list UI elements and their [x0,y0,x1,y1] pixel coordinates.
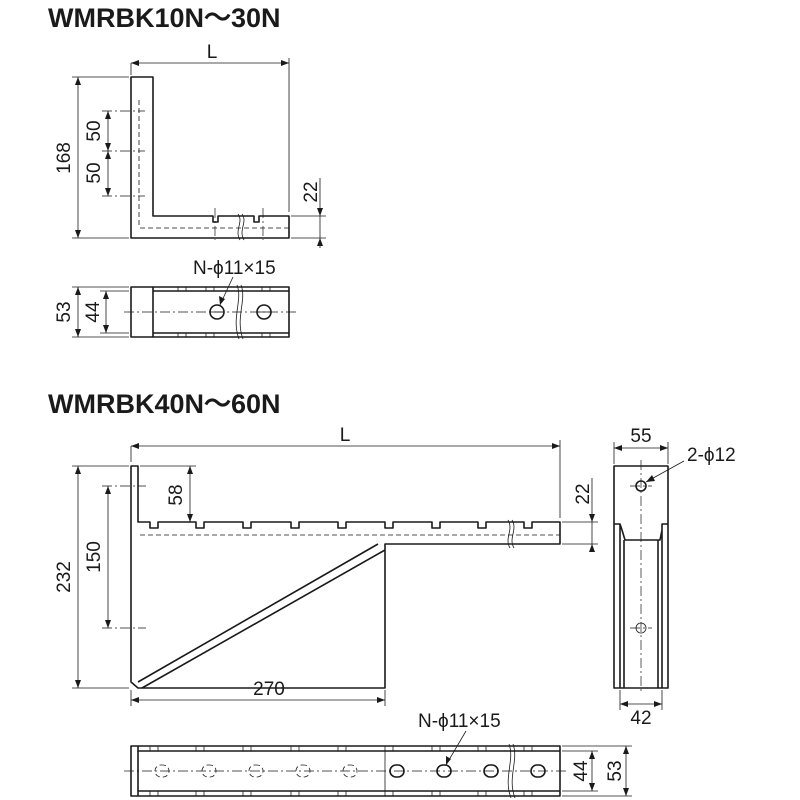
bottom-slot-hole-3 [248,764,264,778]
top-plan-outline [130,286,290,338]
bottom-dim-height: 232 [54,465,129,689]
bottom-dim-top-offset: 58 [140,465,196,522]
bottom-dim-outer-width: 53 [562,745,632,797]
bottom-plan-break [507,743,516,799]
top-section: WMRBK10N～30N L [48,3,326,340]
svg-text:N-ϕ11×15: N-ϕ11×15 [418,711,501,732]
end-view-inner-channel [623,540,659,688]
end-dim-inner-width: 42 [619,690,663,729]
bottom-slot-hole-1 [154,764,170,778]
bottom-dim-pitch: 150 [84,486,111,628]
svg-text:232: 232 [54,561,75,593]
bottom-slot-hole-4 [295,764,311,778]
svg-text:22: 22 [301,181,322,202]
bottom-plan-notches [149,746,533,796]
svg-text:44: 44 [83,301,104,323]
bottom-slot-hole-7 [436,764,452,778]
top-dim-outer-width: 53 [54,286,129,338]
end-dim-outer-width: 55 [613,426,669,464]
bottom-section-title: WMRBK40N～60N [48,389,281,419]
svg-text:270: 270 [253,679,285,700]
svg-text:L: L [207,42,218,63]
bottom-dim-length: L [130,425,561,518]
top-holes-callout: N-ϕ11×15 [193,258,276,306]
bottom-section: WMRBK40N～60N L [48,389,736,799]
top-dim-arm-depth: 22 [291,178,326,248]
top-plan-break [235,284,244,340]
svg-text:53: 53 [54,301,75,322]
top-dim-height: 168 [54,76,129,239]
top-dim-pitch: 50 50 [84,111,111,196]
bottom-end-view: 55 2-ϕ12 42 [613,426,736,729]
svg-text:58: 58 [166,484,187,505]
bottom-side-view: L 232 150 [54,425,598,706]
bottom-slot-hole-6 [389,764,405,778]
bottom-dim-brace-span: 270 [130,679,386,706]
top-plan-view: N-ϕ11×15 53 44 [54,258,296,340]
svg-text:50: 50 [84,120,105,141]
svg-text:150: 150 [84,541,105,573]
bottom-dim-arm-depth: 22 [562,478,598,552]
svg-text:42: 42 [630,708,651,729]
svg-text:22: 22 [573,483,594,504]
bottom-slot-hole-2 [201,764,217,778]
end-view-hole-1 [635,480,647,492]
svg-text:44: 44 [571,760,592,782]
bottom-diagonal-brace [137,543,386,689]
svg-text:50: 50 [84,162,105,183]
bottom-plan-view: N-ϕ11×15 44 53 [124,711,632,799]
top-dim-length: L [130,42,290,212]
bottom-plan-flange [138,750,560,792]
end-holes-callout: 2-ϕ12 [645,445,736,483]
top-plan-flange [152,287,289,337]
top-section-title: WMRBK10N～30N [48,3,281,33]
end-view-hole-2 [635,622,647,634]
top-l-bracket-outline [130,76,290,239]
svg-text:2-ϕ12: 2-ϕ12 [687,445,736,466]
top-side-view: L 168 50 50 [54,42,326,248]
bottom-dim-inner-width: 44 [562,750,598,792]
top-break-line [237,213,245,241]
end-view-outline [613,465,669,689]
bottom-slot-hole-9 [530,764,546,778]
bottom-break-line [507,519,515,549]
top-dim-inner-width: 44 [83,290,129,334]
svg-text:N-ϕ11×15: N-ϕ11×15 [193,258,276,279]
svg-text:L: L [340,425,351,446]
bottom-holes-callout: N-ϕ11×15 [418,711,501,766]
svg-text:168: 168 [54,142,75,174]
svg-text:53: 53 [605,760,626,781]
bottom-slot-hole-5 [342,764,358,778]
bottom-slot-hole-8 [483,764,499,778]
svg-text:55: 55 [630,426,651,447]
top-plan-notches [177,287,271,337]
bottom-bracket-outline [130,465,561,689]
